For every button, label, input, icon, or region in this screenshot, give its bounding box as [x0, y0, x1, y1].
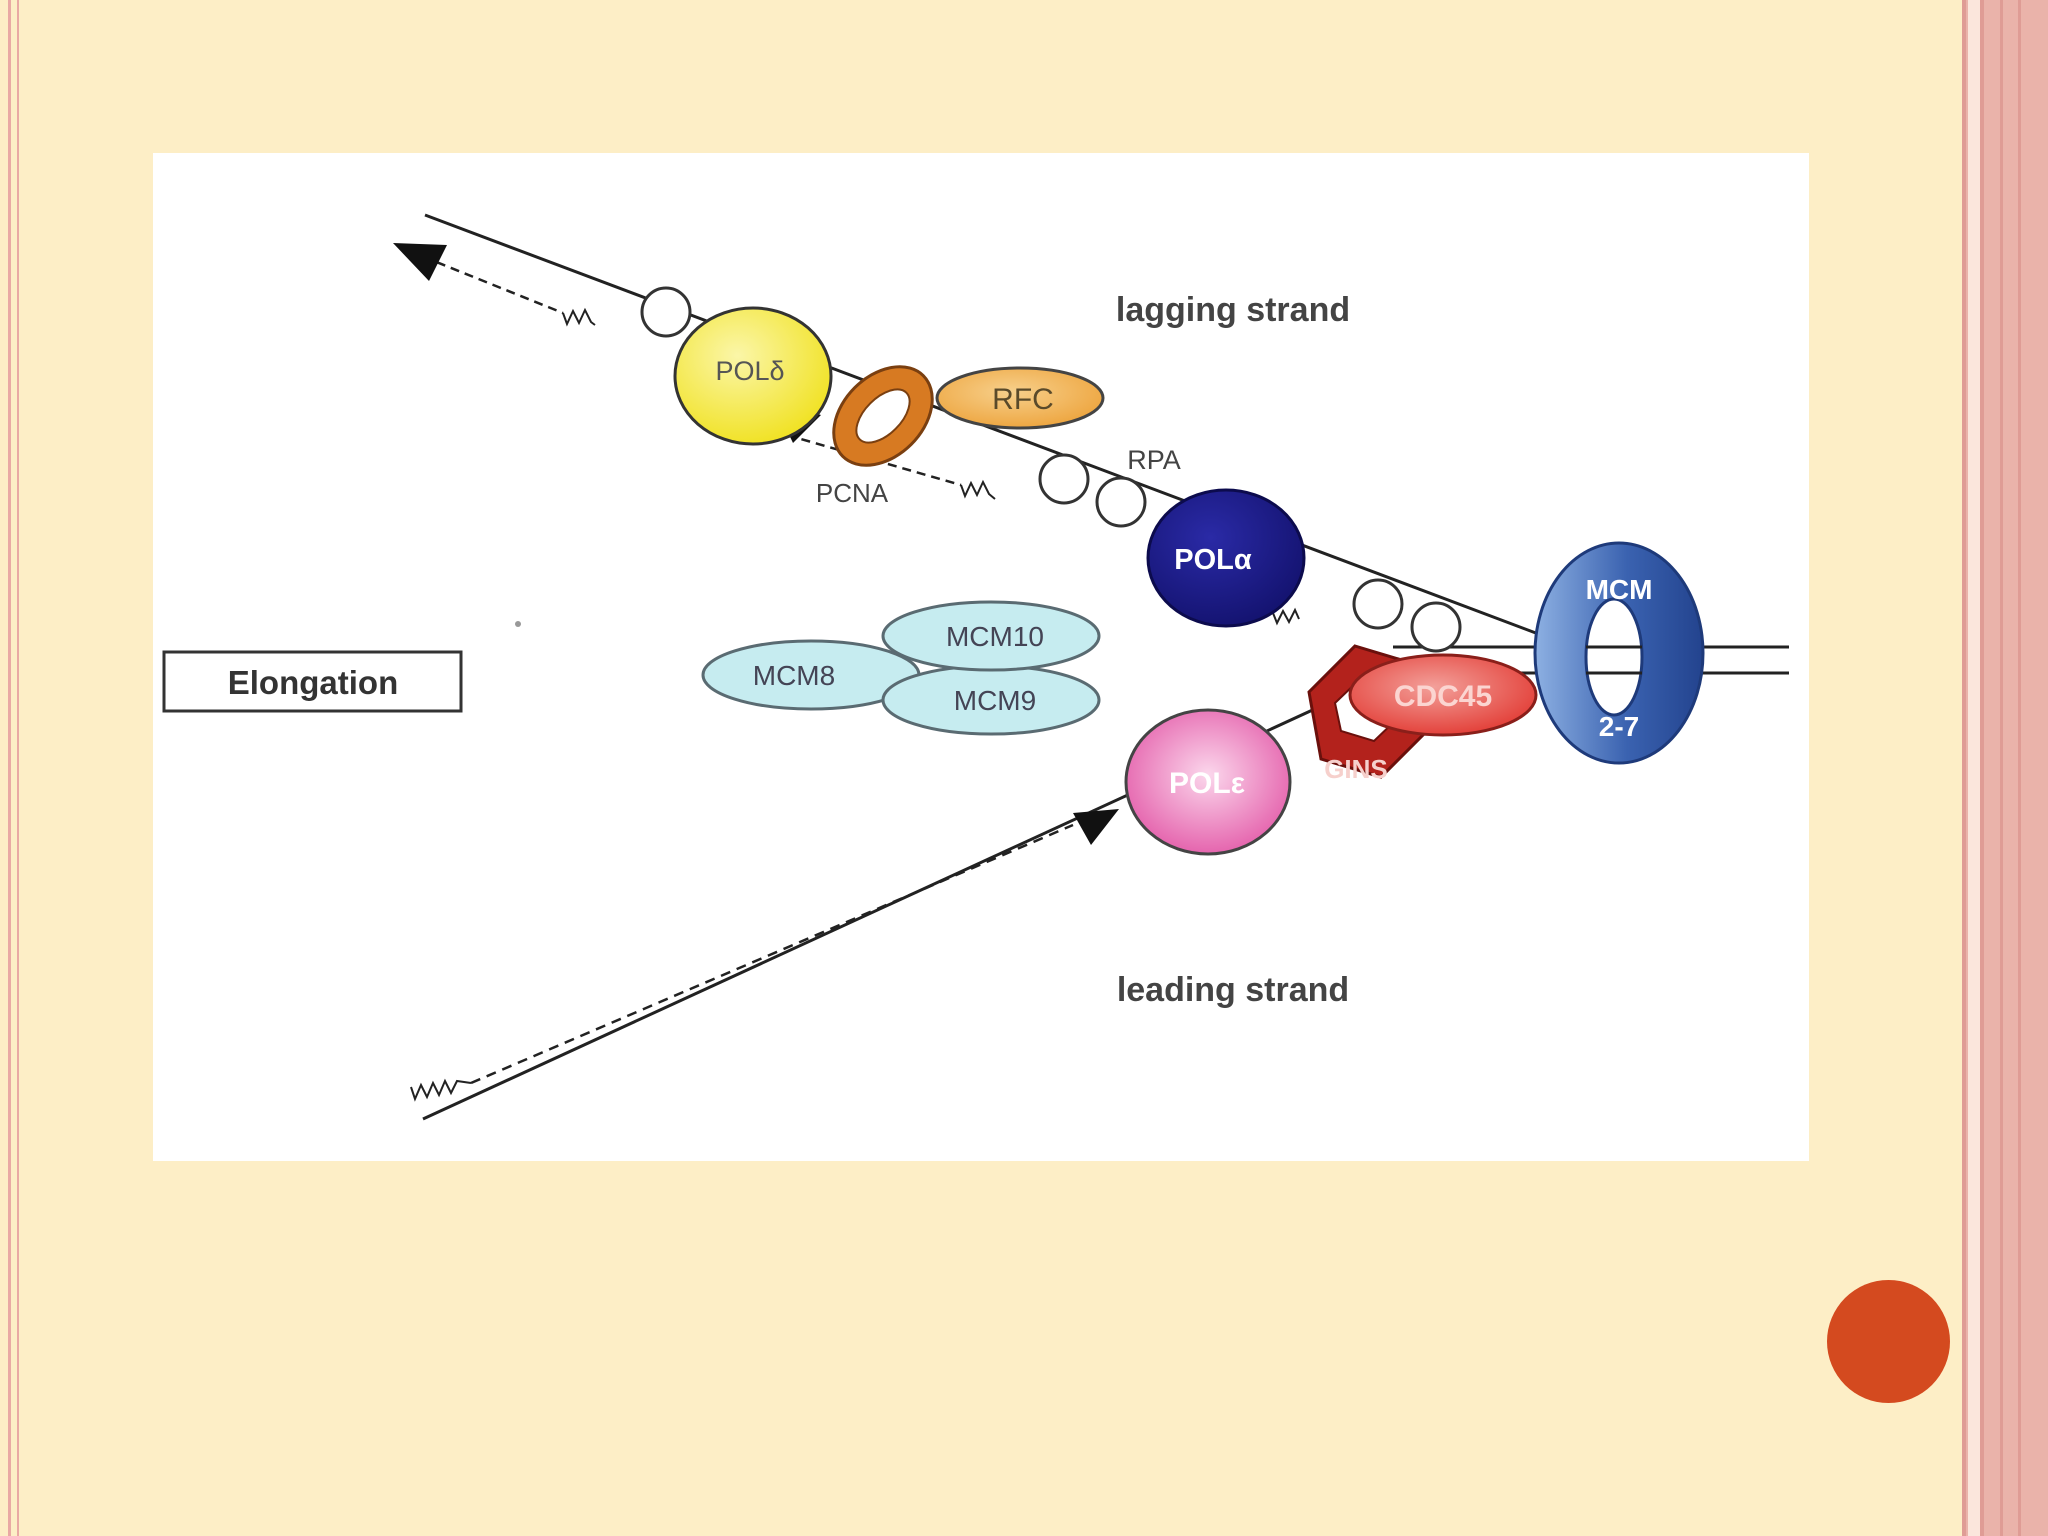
elongation-label: Elongation: [228, 664, 398, 701]
replication-fork-diagram: Elongation POLδ RFC: [153, 153, 1809, 1161]
scan-speck: [515, 621, 521, 627]
mcm-top-label: MCM: [1586, 574, 1653, 605]
rpa-circle: [1410, 601, 1462, 653]
rna-primer-zigzag: [410, 1078, 472, 1102]
rna-primer-zigzag: [562, 307, 596, 327]
leading-new-strand: [470, 823, 1074, 1085]
pcna-label: PCNA: [816, 478, 889, 508]
cdc45-label: CDC45: [1394, 680, 1492, 713]
pol-epsilon: [1124, 708, 1292, 856]
rna-primer-zigzag: [960, 479, 996, 500]
lagging-strand-label: lagging strand: [1116, 291, 1350, 329]
lagging-arrowhead-upper: [393, 243, 447, 281]
rfc: [935, 366, 1105, 430]
slide-left-border-line-inner: [17, 0, 19, 1536]
slide-right-border-line: [2000, 0, 2003, 1536]
mcm9-label: MCM9: [954, 685, 1036, 716]
pol-alpha-label: POLα: [1174, 544, 1252, 576]
mcm-ring-hole: [1584, 597, 1644, 717]
mcm10-label: MCM10: [946, 621, 1044, 652]
slide-right-border-line: [1980, 0, 1984, 1536]
slide-decoration-dot: [1827, 1280, 1950, 1403]
rpa-circle: [1095, 476, 1147, 528]
rfc-label: RFC: [992, 383, 1054, 416]
pol-alpha: [1146, 488, 1306, 628]
lagging-parental-strand: [424, 213, 1574, 649]
gins-label: GINS: [1324, 754, 1388, 784]
rna-primer-zigzag: [1272, 607, 1300, 626]
slide-left-border-line: [8, 0, 11, 1536]
pol-epsilon-label: POLε: [1169, 767, 1245, 800]
pol-delta-label: POLδ: [715, 356, 784, 386]
rpa-circle: [1038, 453, 1090, 505]
leading-strand-label: leading strand: [1117, 971, 1349, 1009]
slide-right-border-line: [1962, 0, 1966, 1536]
rpa-circle: [1352, 578, 1404, 630]
pol-delta: [673, 306, 833, 446]
cdc45: [1348, 653, 1538, 737]
slide-right-border-line: [2018, 0, 2021, 1536]
mcm10: [881, 600, 1101, 672]
leading-arrowhead: [1073, 809, 1119, 845]
rpa-label: RPA: [1127, 445, 1181, 475]
lagging-okazaki-fragment: [408, 249, 564, 315]
elongation-label-box: [162, 650, 463, 713]
pcna-ring-hole: [855, 388, 911, 444]
mcm8-label: MCM8: [753, 660, 835, 691]
mcm-bottom-label: 2-7: [1599, 711, 1639, 742]
slide-right-border-gap: [1968, 0, 1980, 1536]
rpa-circle: [640, 286, 692, 338]
